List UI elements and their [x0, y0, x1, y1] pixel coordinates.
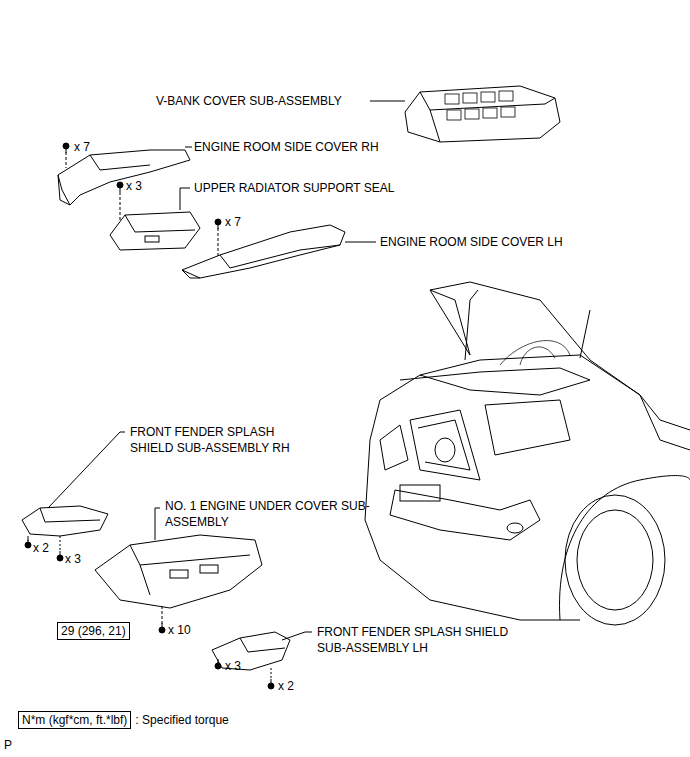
splash-shield-rh	[22, 432, 125, 552]
radiator-seal	[110, 188, 200, 250]
bolt-count: x 3	[65, 551, 81, 567]
part-name: FRONT FENDER SPLASH SHIELD SUB-ASSEMBLY …	[130, 424, 318, 456]
torque-box: 29 (296, 21)	[57, 622, 130, 640]
page-mark: P	[4, 737, 12, 753]
bolt-count: x 7	[225, 214, 241, 230]
bolt-symbol	[25, 143, 274, 689]
bolt-count: x 7	[74, 139, 90, 155]
part-name: NO. 1 ENGINE UNDER COVER SUB-ASSEMBLY	[165, 498, 370, 530]
bolt-count: x 10	[168, 622, 191, 638]
torque-value: N*m (kgf*cm, ft.*lbf)	[18, 711, 131, 729]
side-cover-lh	[182, 225, 376, 278]
v-bank-cover	[370, 86, 560, 142]
part-name: FRONT FENDER SPLASH SHIELD SUB-ASSEMBLY …	[317, 624, 537, 656]
legend-text: : Specified torque	[135, 712, 228, 728]
bolt-count: x 2	[278, 678, 294, 694]
part-name: ENGINE ROOM SIDE COVER LH	[380, 234, 563, 250]
bolt-count: x 2	[33, 540, 49, 556]
part-name: UPPER RADIATOR SUPPORT SEAL	[194, 180, 395, 196]
part-name: V-BANK COVER SUB-ASSEMBLY	[156, 93, 342, 109]
torque-value: 29 (296, 21)	[57, 622, 130, 640]
side-cover-rh	[58, 147, 192, 205]
splash-shield-lh	[212, 632, 312, 680]
torque-legend: N*m (kgf*cm, ft.*lbf): Specified torque	[18, 711, 229, 729]
part-name: ENGINE ROOM SIDE COVER RH	[194, 139, 379, 155]
bolt-count: x 3	[126, 178, 142, 194]
vehicle-illustration	[365, 282, 690, 625]
bolt-count: x 3	[225, 658, 241, 674]
